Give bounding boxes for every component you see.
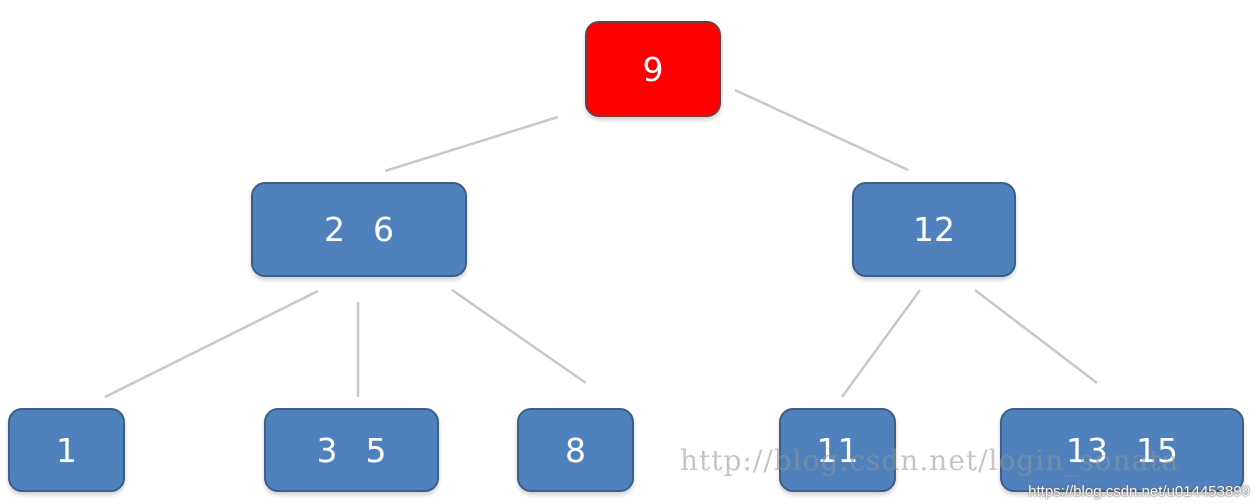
key-11: 11 xyxy=(816,430,859,470)
key-2: 2 xyxy=(324,210,345,249)
key-12: 12 xyxy=(913,210,955,249)
watermark-overlay-text: http://blog.csdn.net/login_sonata xyxy=(680,444,1180,477)
node-8: 8 xyxy=(517,408,634,492)
key-6: 6 xyxy=(373,210,394,249)
edge-12-to-13-15 xyxy=(974,289,1098,384)
key-5: 5 xyxy=(365,430,387,470)
node-13-15: 13 15 xyxy=(1000,408,1244,492)
node-11: 11 xyxy=(779,408,896,492)
key-1: 1 xyxy=(56,430,77,470)
edge-2-6-to-8 xyxy=(451,288,587,385)
edge-12-to-11 xyxy=(840,289,922,398)
edge-9-to-12 xyxy=(734,88,909,172)
key-13: 13 xyxy=(1066,430,1108,470)
node-1: 1 xyxy=(8,408,125,492)
node-2-6: 2 6 xyxy=(251,182,467,277)
node-12: 12 xyxy=(852,182,1016,277)
key-8: 8 xyxy=(565,430,586,470)
node-root-9: 9 xyxy=(585,21,721,117)
edge-2-6-to-1 xyxy=(104,289,319,399)
node-3-5: 3 5 xyxy=(264,408,439,492)
key-15: 15 xyxy=(1136,430,1178,470)
key-9: 9 xyxy=(642,49,664,89)
key-3: 3 xyxy=(316,430,338,470)
edge-9-to-2-6 xyxy=(384,115,559,173)
watermark-corner-url: https://blog.csdn.net/u014453899 xyxy=(1028,483,1250,500)
